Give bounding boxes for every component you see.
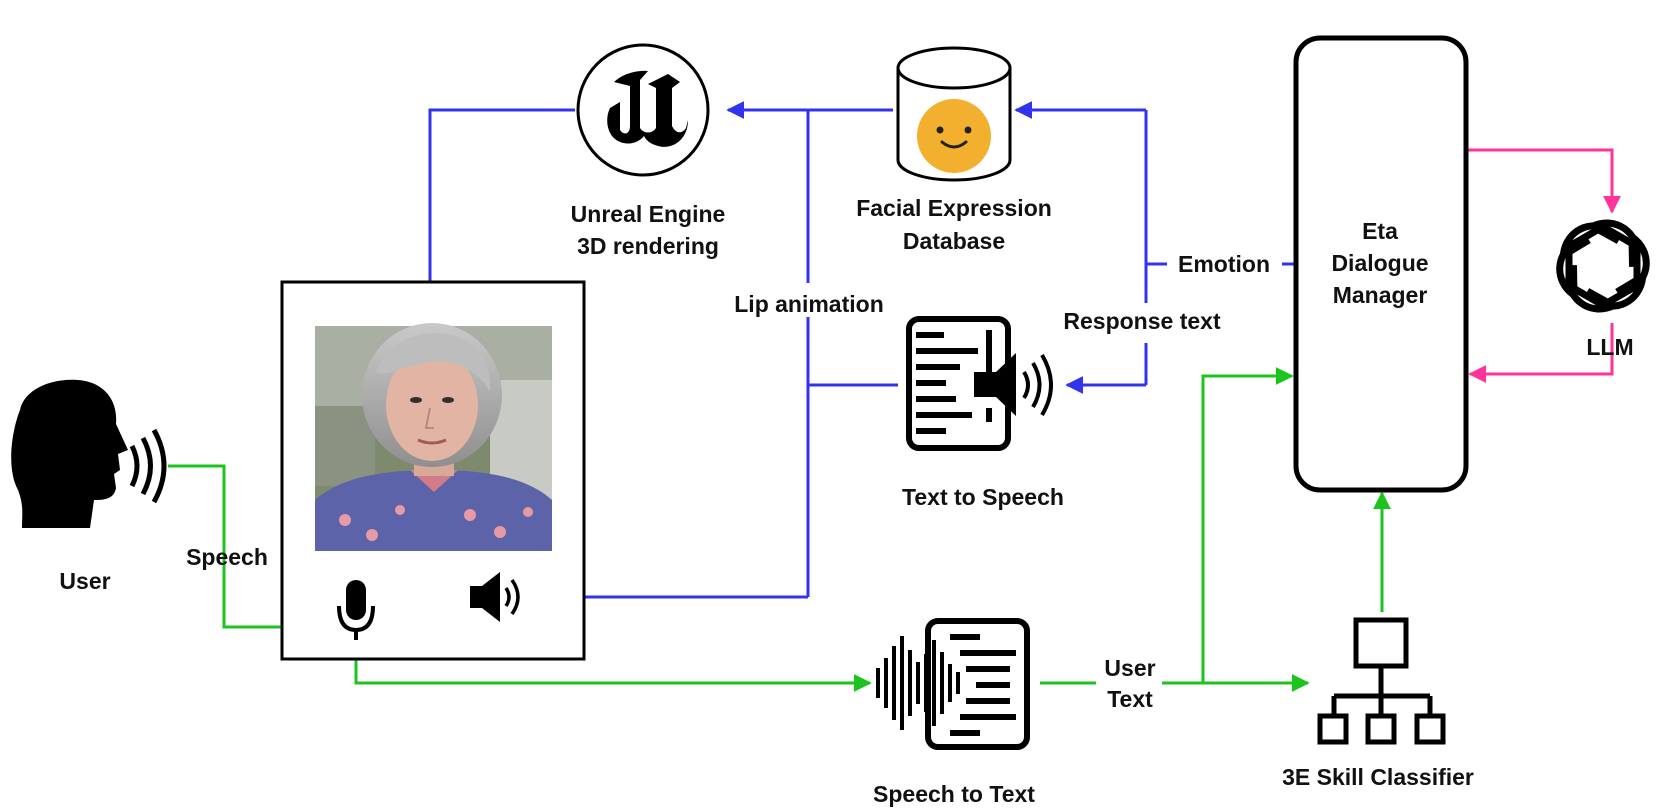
- pink-connectors: [1468, 148, 1621, 383]
- unreal-label-line2: 3D rendering: [577, 233, 719, 259]
- llm-label: LLM: [1586, 334, 1633, 360]
- speech-to-mic-arrow: [168, 464, 318, 636]
- lip-animation-label: Lip animation: [734, 291, 884, 317]
- user-text-label-bg: [1096, 655, 1162, 713]
- facial-label-line1: Facial Expression: [856, 195, 1052, 221]
- speech-label: Speech: [186, 544, 268, 570]
- avatar: [315, 323, 552, 551]
- text-to-speech-icon: [906, 316, 1053, 451]
- eta-label-line1: Eta: [1362, 218, 1398, 244]
- text-to-speech-label: Text to Speech: [902, 484, 1064, 510]
- llm-icon: [1556, 219, 1650, 313]
- user-head-icon: [11, 379, 167, 528]
- eta-dialogue-manager-box: [1293, 35, 1469, 493]
- unreal-engine-icon: [576, 43, 710, 177]
- speech-to-text-label: Speech to Text: [873, 781, 1035, 807]
- user-text-to-eta-arrow: [1201, 367, 1294, 683]
- speaker-icon: [470, 572, 520, 622]
- eta-to-llm-arrow: [1468, 148, 1621, 214]
- emotion-label: Emotion: [1178, 251, 1270, 277]
- facial-label-line2: Database: [903, 228, 1005, 254]
- skill-classifier-label: 3E Skill Classifier: [1282, 764, 1474, 790]
- blue-connectors: [421, 101, 1296, 606]
- user-text-label-line1: User: [1104, 655, 1155, 681]
- microphone-icon: [337, 580, 375, 640]
- unreal-label-line1: Unreal Engine: [571, 201, 726, 227]
- smiley-icon: [917, 99, 991, 173]
- llm-to-eta-arrow: [1468, 323, 1614, 383]
- user-label: User: [59, 568, 110, 594]
- response-text-label: Response text: [1063, 308, 1221, 334]
- speech-to-text-icon: [876, 618, 1030, 750]
- eta-label-line3: Manager: [1333, 282, 1428, 308]
- unreal-to-avatar-arrow: [421, 108, 575, 324]
- eta-label-line2: Dialogue: [1331, 250, 1428, 276]
- hierarchy-icon: [1317, 617, 1446, 745]
- user-text-label-line2: Text: [1107, 686, 1153, 712]
